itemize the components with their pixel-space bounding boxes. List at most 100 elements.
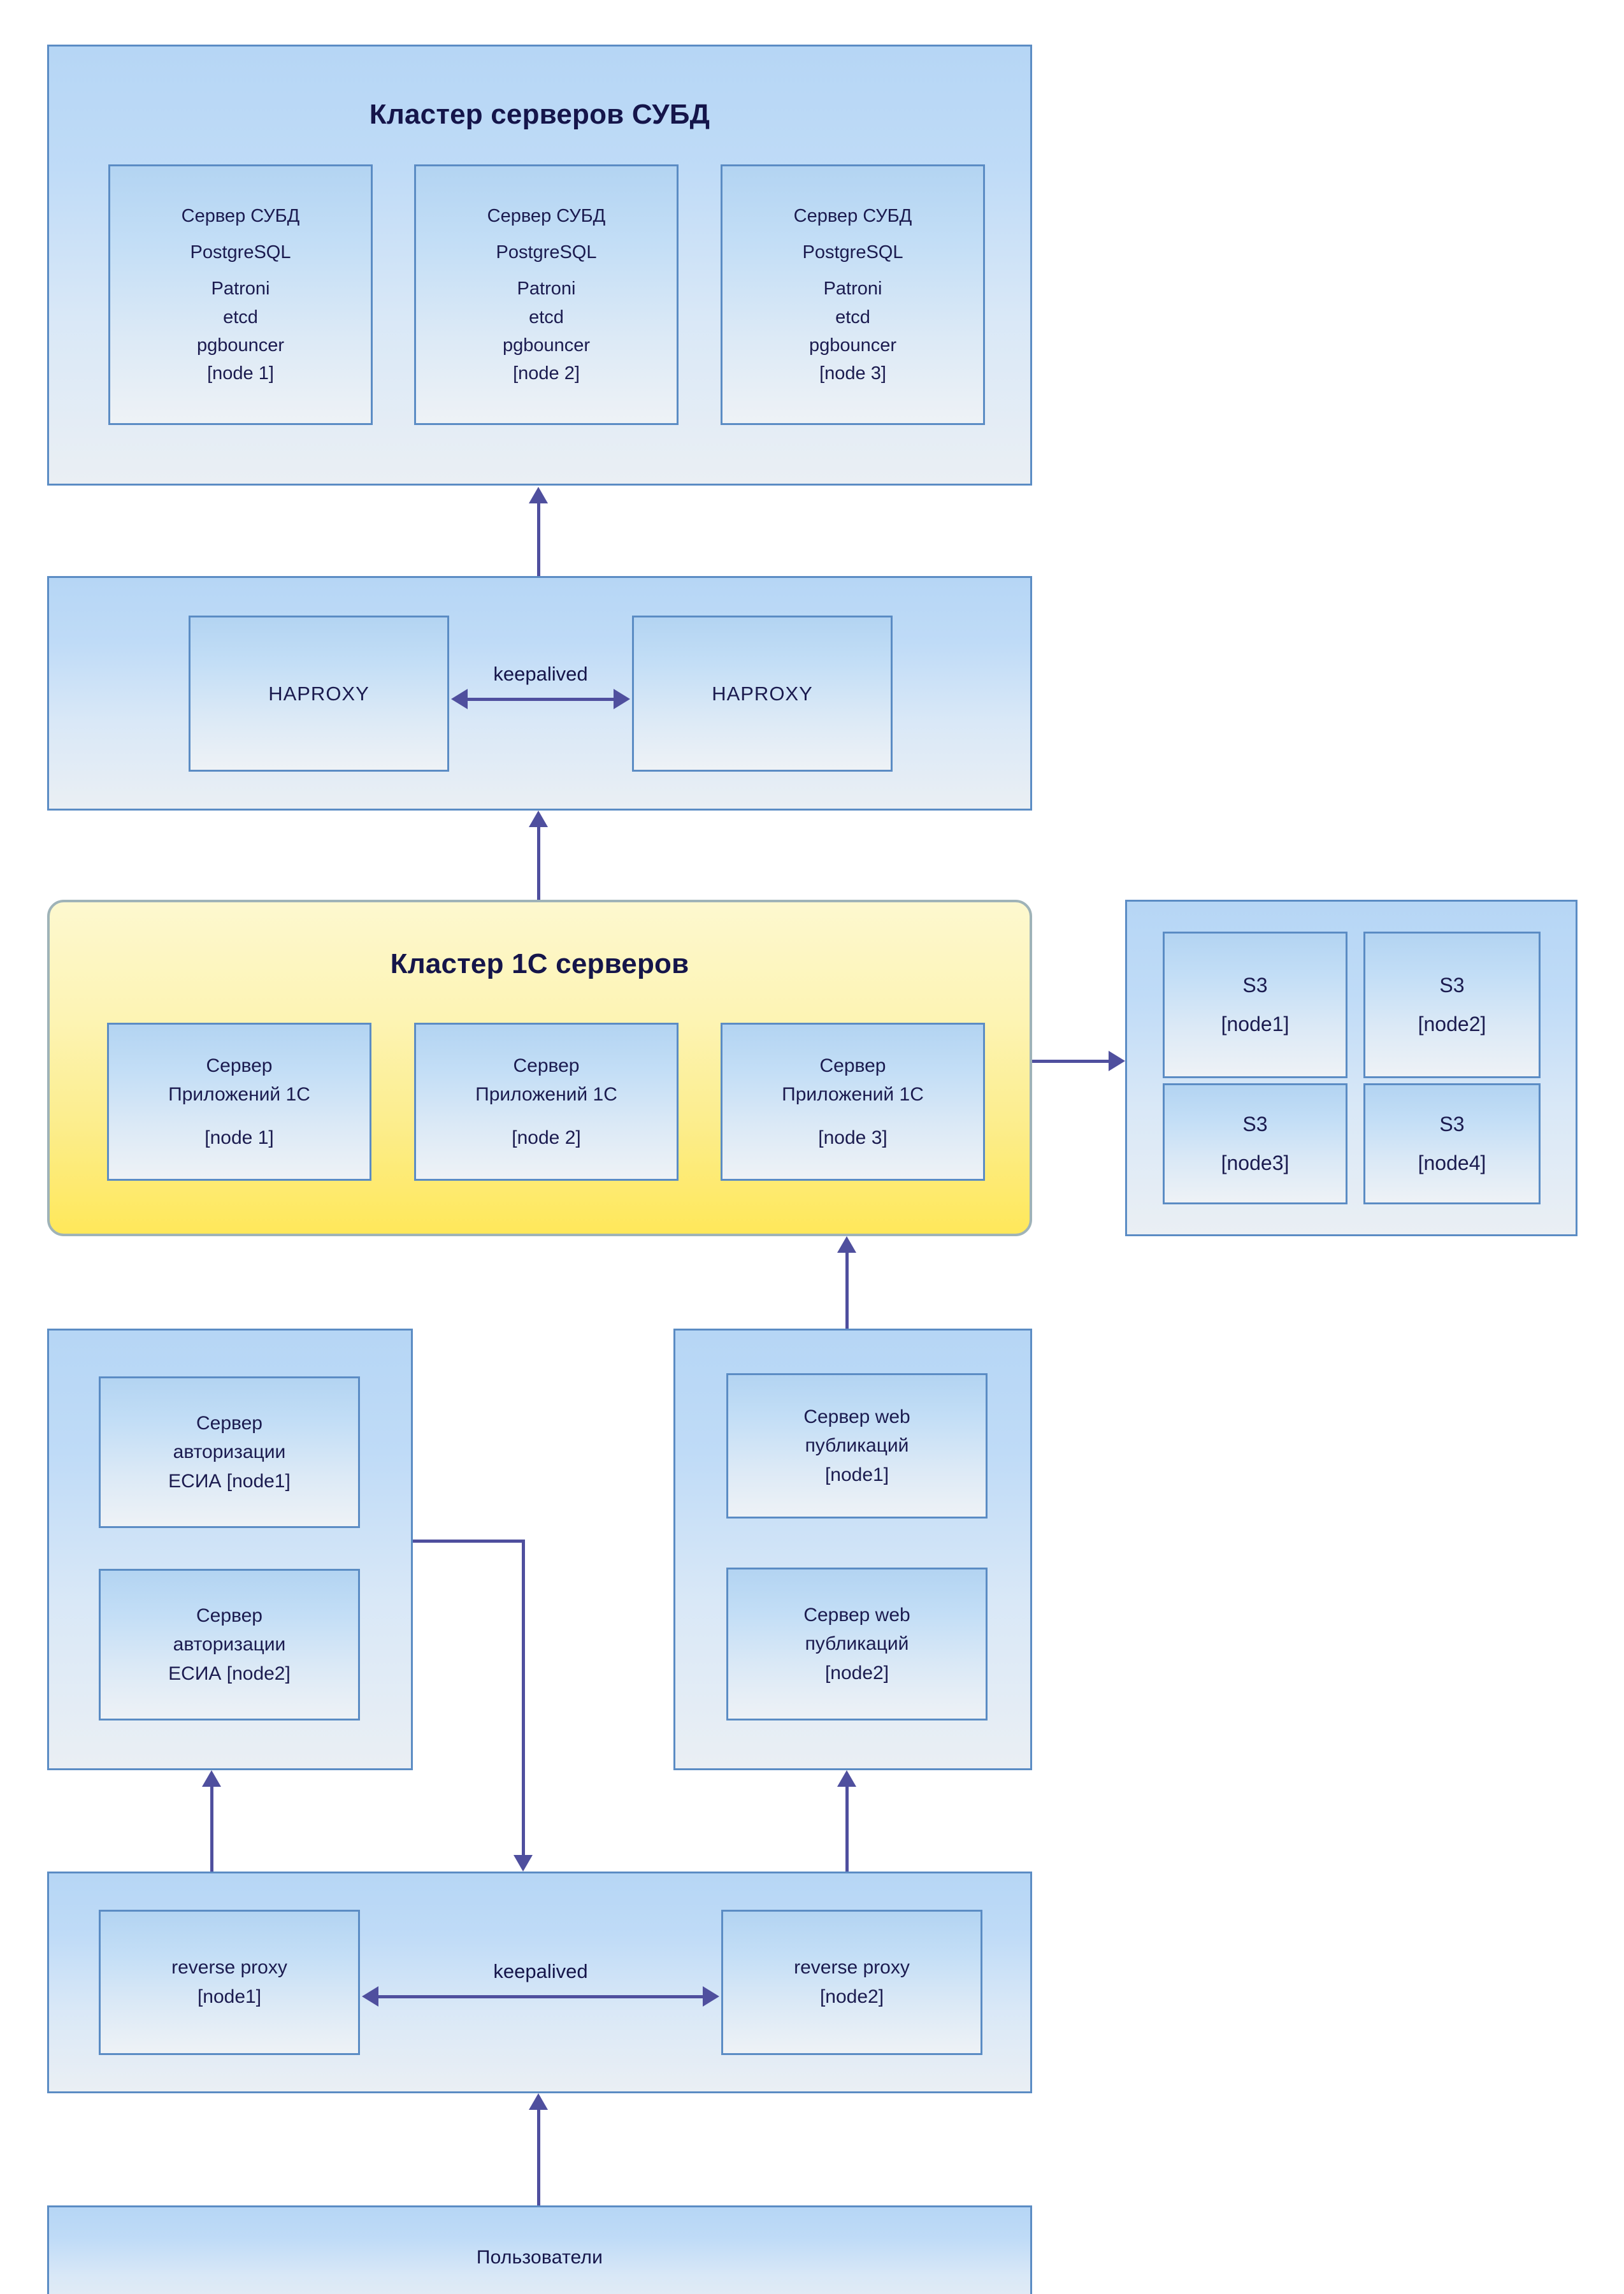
reverse-proxy-node-2-line-2: [node2] — [819, 1986, 884, 2007]
connector-1c-to-s3-arrowhead — [1109, 1051, 1125, 1071]
db-node-2[interactable]: Сервер СУБД PostgreSQL Patroni etcd pgbo… — [414, 164, 679, 425]
connector-web-to-1c — [845, 1253, 849, 1329]
app-node-2-line-3: [node 2] — [512, 1127, 581, 1148]
db-node-3-line-4: etcd — [835, 307, 870, 328]
db-node-1[interactable]: Сервер СУБД PostgreSQL Patroni etcd pgbo… — [108, 164, 373, 425]
connector-1c-to-haproxy-arrowhead — [529, 811, 548, 827]
db-node-1-line-6: [node 1] — [207, 363, 274, 384]
db-node-2-line-4: etcd — [529, 307, 564, 328]
db-node-3-line-1: Сервер СУБД — [793, 206, 912, 227]
s3-node-1[interactable]: S3 [node1] — [1163, 932, 1347, 1078]
auth-node-2-line-1: Сервер — [196, 1605, 262, 1626]
app-node-1[interactable]: Сервер Приложений 1С [node 1] — [107, 1023, 371, 1181]
s3-node-1-line-1: S3 — [1242, 974, 1268, 997]
connector-users-to-proxy — [537, 2110, 540, 2205]
haproxy-node-right-label: HAPROXY — [712, 682, 813, 705]
db-node-2-line-6: [node 2] — [513, 363, 580, 384]
s3-node-2-line-2: [node2] — [1418, 1013, 1486, 1035]
db-node-3[interactable]: Сервер СУБД PostgreSQL Patroni etcd pgbo… — [721, 164, 985, 425]
reverse-proxy-node-1-line-2: [node1] — [197, 1986, 262, 2007]
connector-users-to-proxy-arrowhead — [529, 2093, 548, 2110]
auth-node-2[interactable]: Сервер авторизации ЕСИА [node2] — [99, 1569, 360, 1720]
reverse-proxy-node-1-line-1: reverse proxy — [171, 1957, 287, 1979]
connector-auth-to-proxy-arrowhead — [514, 1855, 533, 1872]
db-node-3-line-6: [node 3] — [819, 363, 886, 384]
app-node-1-line-1: Сервер — [206, 1055, 273, 1076]
db-cluster-title: Кластер серверов СУБД — [369, 99, 710, 130]
haproxy-node-right[interactable]: HAPROXY — [632, 616, 893, 772]
s3-node-4-line-2: [node4] — [1418, 1151, 1486, 1174]
s3-node-4-line-1: S3 — [1439, 1113, 1465, 1136]
web-node-1-line-2: публикаций — [805, 1435, 909, 1457]
auth-node-1-line-1: Сервер — [196, 1412, 262, 1434]
connector-web-to-1c-arrowhead — [837, 1236, 856, 1253]
app-node-2[interactable]: Сервер Приложений 1С [node 2] — [414, 1023, 679, 1181]
s3-node-3[interactable]: S3 [node3] — [1163, 1083, 1347, 1204]
users-group[interactable]: Пользователи — [47, 2205, 1032, 2294]
db-node-3-line-5: pgbouncer — [808, 335, 897, 356]
auth-node-2-line-3: ЕСИА [node2] — [168, 1663, 291, 1684]
connector-proxy-to-auth-arrowhead — [202, 1770, 221, 1787]
db-node-1-line-4: etcd — [223, 307, 258, 328]
haproxy-keepalived-label: keepalived — [493, 663, 588, 685]
app-node-3-line-3: [node 3] — [818, 1127, 887, 1148]
connector-proxy-to-web-arrowhead — [837, 1770, 856, 1787]
reverse-proxy-node-2-line-1: reverse proxy — [794, 1957, 910, 1979]
web-node-2-line-1: Сервер web — [803, 1604, 910, 1626]
reverse-proxy-node-1[interactable]: reverse proxy [node1] — [99, 1910, 360, 2055]
web-node-1-line-3: [node1] — [824, 1464, 889, 1485]
app-node-2-line-1: Сервер — [513, 1055, 580, 1076]
connector-haproxy-to-db-arrowhead — [529, 487, 548, 503]
web-node-2-line-3: [node2] — [824, 1662, 889, 1684]
auth-node-1[interactable]: Сервер авторизации ЕСИА [node1] — [99, 1376, 360, 1528]
db-node-2-line-5: pgbouncer — [502, 335, 591, 356]
db-node-3-line-2: PostgreSQL — [802, 242, 903, 263]
connector-haproxy-to-db — [537, 503, 540, 576]
connector-1c-to-haproxy — [537, 827, 540, 900]
db-node-2-line-2: PostgreSQL — [496, 242, 597, 263]
proxy-keepalived-arrow-right — [703, 1986, 719, 2007]
haproxy-keepalived-line — [468, 698, 614, 701]
s3-node-1-line-2: [node1] — [1221, 1013, 1290, 1035]
connector-proxy-to-web — [845, 1787, 849, 1872]
users-label: Пользователи — [476, 2247, 603, 2268]
s3-node-3-line-2: [node3] — [1221, 1151, 1290, 1174]
db-node-1-line-5: pgbouncer — [196, 335, 285, 356]
haproxy-node-left[interactable]: HAPROXY — [189, 616, 449, 772]
app-node-3[interactable]: Сервер Приложений 1С [node 3] — [721, 1023, 985, 1181]
s3-node-2[interactable]: S3 [node2] — [1363, 932, 1541, 1078]
reverse-proxy-node-2[interactable]: reverse proxy [node2] — [721, 1910, 982, 2055]
s3-node-3-line-1: S3 — [1242, 1113, 1268, 1136]
web-node-1[interactable]: Сервер web публикаций [node1] — [726, 1373, 988, 1519]
haproxy-keepalived-arrow-left — [451, 689, 468, 709]
app-node-3-line-1: Сервер — [819, 1055, 886, 1076]
haproxy-node-left-label: HAPROXY — [268, 682, 370, 705]
db-node-1-line-3: Patroni — [211, 278, 270, 299]
connector-1c-to-s3 — [1032, 1060, 1109, 1063]
app-node-1-line-3: [node 1] — [205, 1127, 274, 1148]
proxy-keepalived-line — [378, 1995, 703, 1998]
auth-node-1-line-3: ЕСИА [node1] — [168, 1470, 291, 1492]
app-node-1-line-2: Приложений 1С — [168, 1084, 310, 1106]
web-node-2-line-2: публикаций — [805, 1633, 909, 1655]
db-node-2-line-3: Patroni — [517, 278, 576, 299]
s3-node-2-line-1: S3 — [1439, 974, 1465, 997]
cluster-1c-title: Кластер 1С серверов — [390, 948, 689, 979]
s3-node-4[interactable]: S3 [node4] — [1363, 1083, 1541, 1204]
db-node-1-line-1: Сервер СУБД — [181, 206, 300, 227]
web-node-2[interactable]: Сервер web публикаций [node2] — [726, 1568, 988, 1720]
haproxy-keepalived-arrow-right — [614, 689, 630, 709]
app-node-2-line-2: Приложений 1С — [475, 1084, 617, 1106]
db-node-3-line-3: Patroni — [823, 278, 882, 299]
proxy-keepalived-arrow-left — [362, 1986, 378, 2007]
db-node-2-line-1: Сервер СУБД — [487, 206, 606, 227]
proxy-keepalived-label: keepalived — [493, 1960, 588, 1982]
connector-auth-to-proxy-vertical — [522, 1540, 525, 1855]
connector-auth-to-proxy-horizontal — [413, 1540, 525, 1543]
app-node-3-line-2: Приложений 1С — [782, 1084, 924, 1106]
web-node-1-line-1: Сервер web — [803, 1406, 910, 1427]
connector-proxy-to-auth — [210, 1787, 213, 1872]
auth-node-1-line-2: авторизации — [173, 1441, 286, 1463]
auth-node-2-line-2: авторизации — [173, 1634, 286, 1656]
